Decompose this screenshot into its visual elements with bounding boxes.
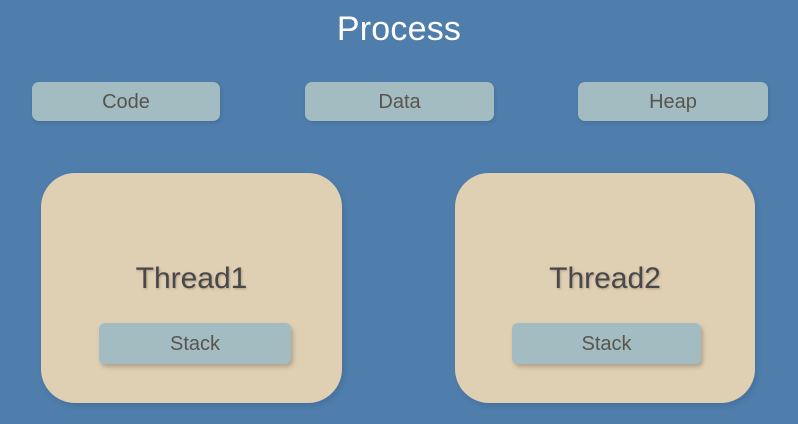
thread-1-label: Thread1	[135, 262, 248, 295]
memory-segment-data-label: Data	[378, 90, 421, 113]
memory-segment-heap-label: Heap	[649, 90, 697, 113]
memory-segment-data: Data	[305, 82, 494, 121]
thread-box-2: Thread2 Stack	[455, 173, 755, 403]
page-title: Process	[336, 10, 462, 48]
thread-2-label: Thread2	[549, 262, 661, 295]
thread-2-stack-box: Stack	[512, 323, 701, 364]
memory-segment-code-label: Code	[102, 90, 150, 113]
thread-2-stack-label: Stack	[581, 332, 632, 355]
thread-1-stack-box: Stack	[99, 323, 291, 364]
thread-box-1: Thread1 Stack	[41, 173, 342, 403]
thread-1-stack-label: Stack	[169, 332, 221, 355]
memory-segment-code: Code	[32, 82, 220, 121]
memory-segment-heap: Heap	[578, 82, 768, 121]
